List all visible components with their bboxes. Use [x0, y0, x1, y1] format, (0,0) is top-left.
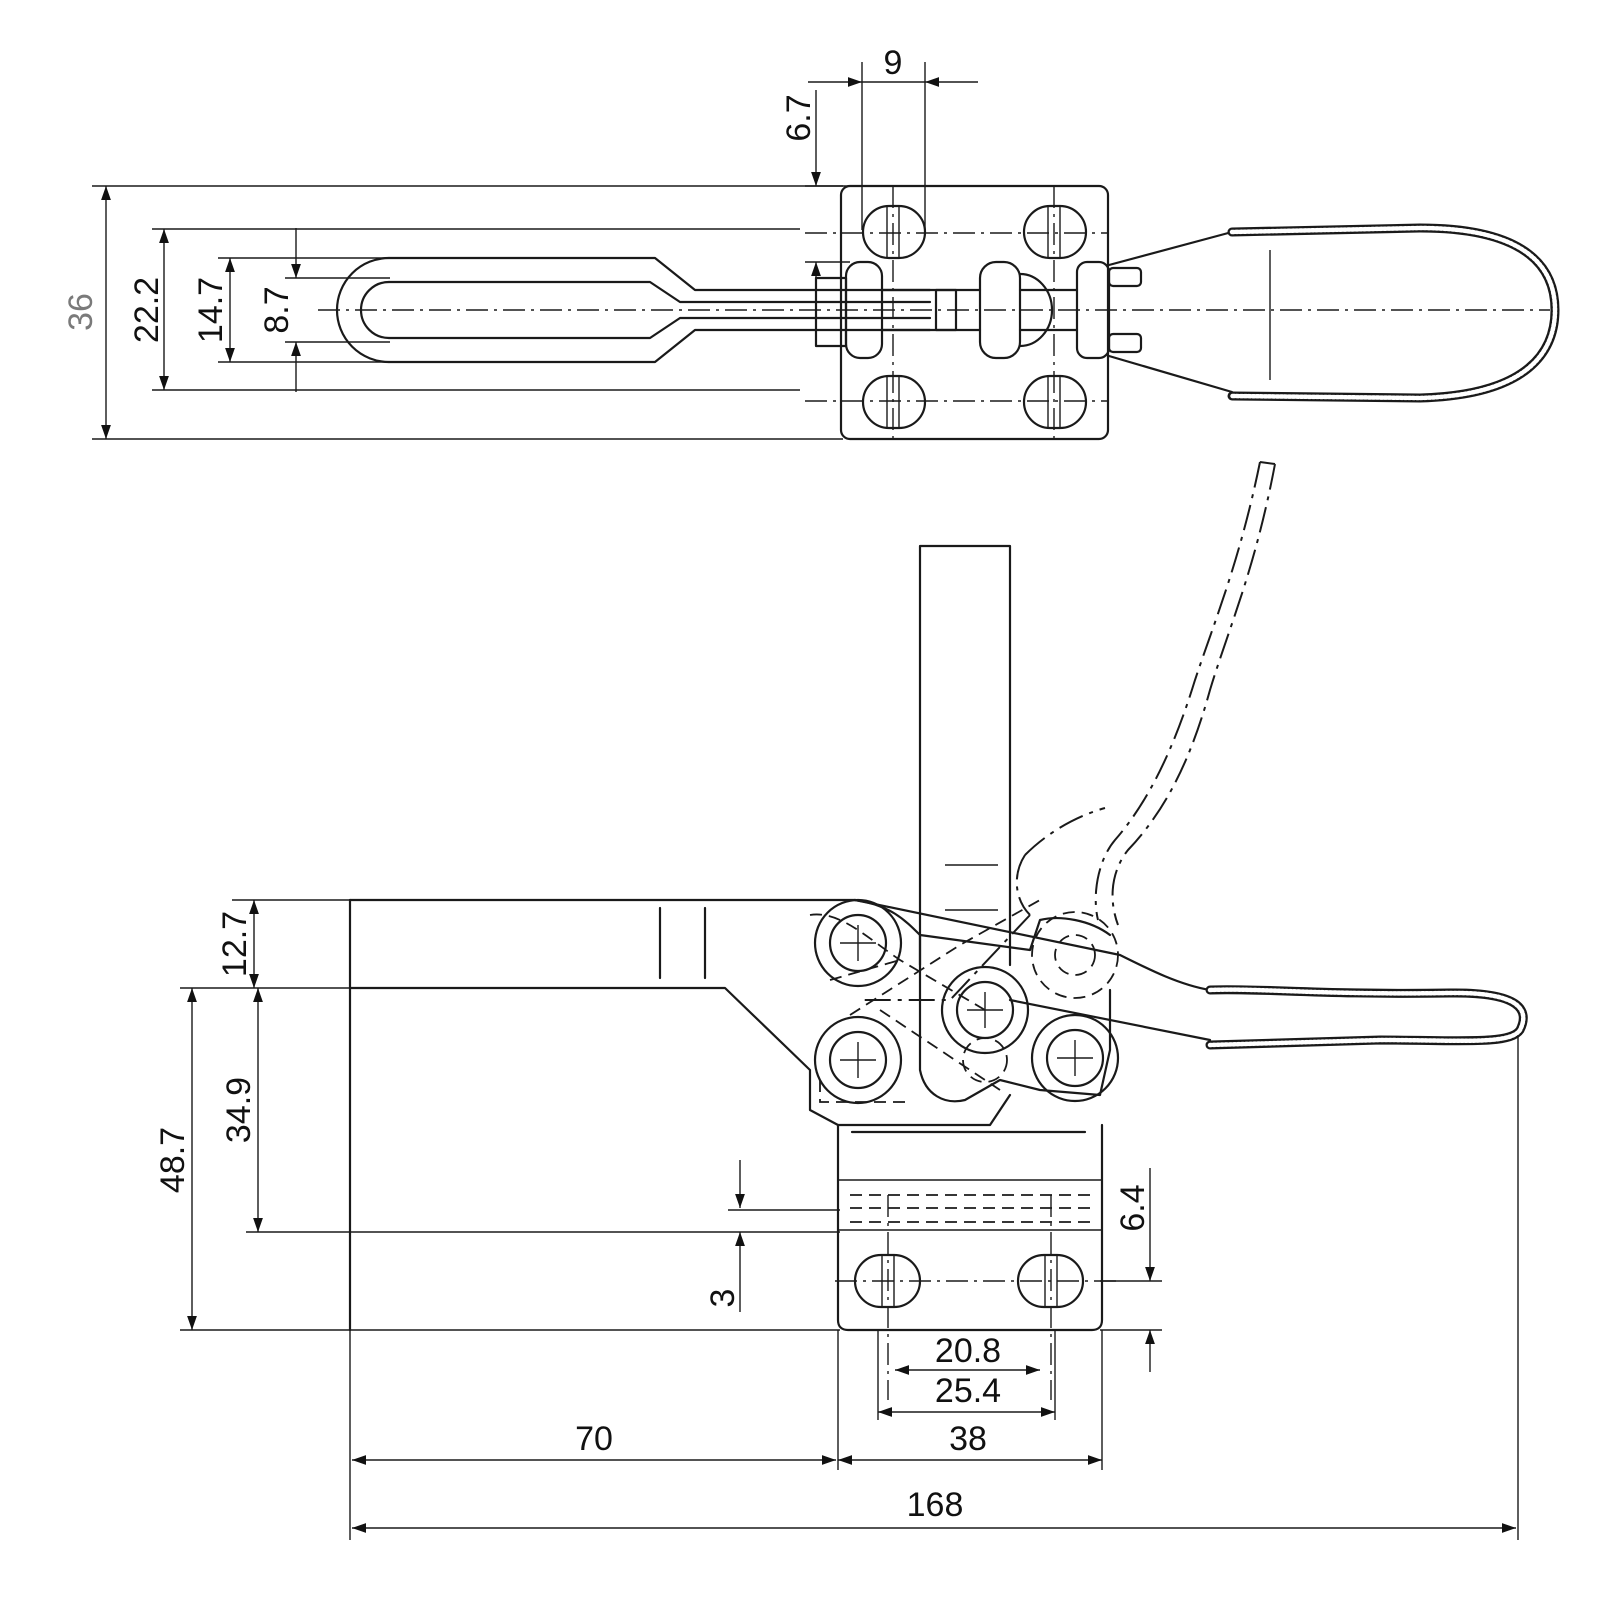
side-view: 12.7 34.9 48.7 3 6.4 20.8 25.4 38	[154, 461, 1528, 1540]
dim-side-hole-offset: 6.4	[1114, 1184, 1152, 1231]
dim-top-slot-mid: 14.7	[192, 277, 230, 343]
dim-side-arm-thickness: 12.7	[216, 911, 254, 977]
top-clamp-arm	[387, 256, 932, 364]
dim-side-arm-reach: 70	[575, 1420, 613, 1458]
side-base	[836, 1123, 1104, 1332]
top-mounting-holes	[861, 204, 1088, 430]
side-base-holes	[835, 1195, 1120, 1400]
dim-side-base-thickness: 3	[704, 1289, 742, 1308]
dim-side-total-height: 48.7	[154, 1127, 192, 1193]
dim-side-overall-length: 168	[907, 1486, 964, 1524]
top-handle	[1107, 230, 1234, 394]
dim-top-overall-width: 36	[62, 293, 100, 331]
dim-side-arm-height: 34.9	[220, 1077, 258, 1143]
top-view: 9 6.7 36 22.2 14.7 8.7	[62, 44, 1560, 441]
dim-side-hole-pitch-inner: 20.8	[935, 1332, 1001, 1370]
side-handle-phantom	[860, 461, 1276, 1001]
side-pivot-pins	[813, 898, 1120, 1105]
dim-top-hole-offset: 6.7	[780, 94, 818, 141]
dim-top-slot-outer: 22.2	[128, 277, 166, 343]
dim-side-hole-pitch-outer: 25.4	[935, 1372, 1001, 1410]
side-spindle-phantom	[918, 544, 1012, 967]
side-linkage-plate	[853, 898, 1112, 1103]
dim-side-base-width: 38	[949, 1420, 987, 1458]
dim-top-slot-inner: 8.7	[258, 286, 296, 333]
side-clamp-arm	[348, 898, 1012, 1127]
dim-top-hole-pitch: 9	[884, 44, 903, 82]
top-pivot-right	[1075, 260, 1111, 360]
top-pivot-mid	[978, 260, 1022, 360]
